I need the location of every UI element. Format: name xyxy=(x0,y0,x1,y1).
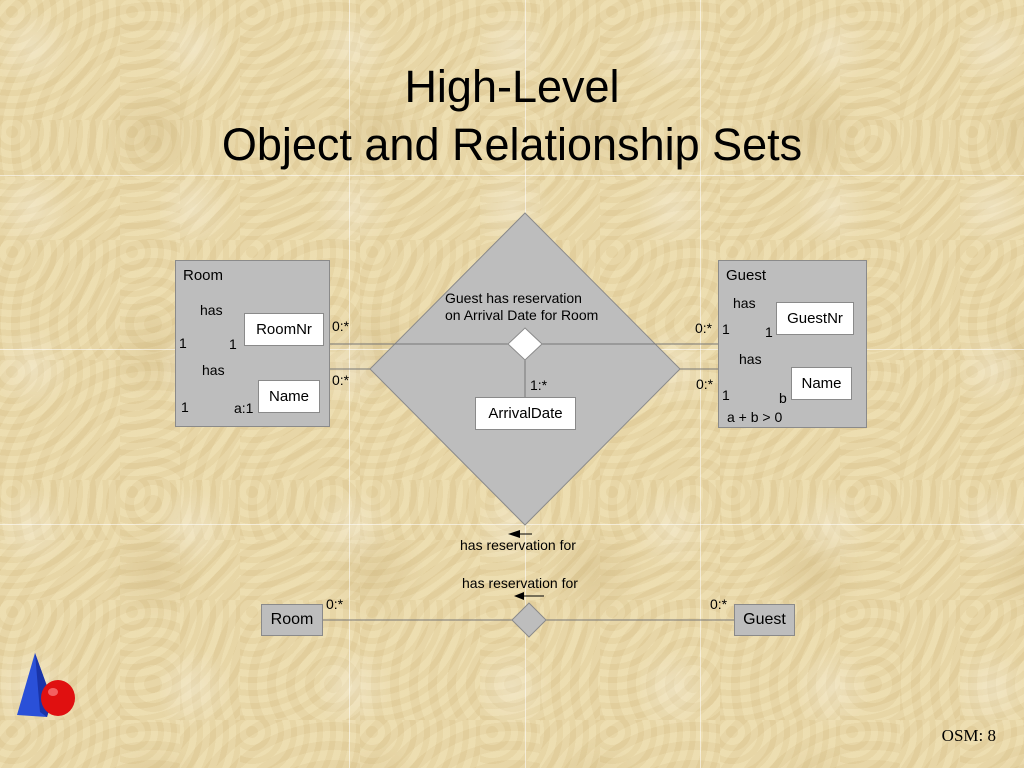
room-name-card-left: 1 xyxy=(181,399,189,415)
room-roomnr-card-left: 1 xyxy=(179,335,187,351)
card-guest-top: 0:* xyxy=(695,320,713,336)
relationship-label-line-2: on Arrival Date for Room xyxy=(445,307,599,323)
guest-name-card-left: 1 xyxy=(722,387,730,403)
lower-guest-object-set[interactable]: Guest xyxy=(734,604,795,636)
room-has-name-label: has xyxy=(202,362,225,378)
guest-name-card-right: b xyxy=(779,390,787,406)
card-room-top: 0:* xyxy=(332,318,350,334)
slide-number: OSM: 8 xyxy=(941,726,996,745)
grid-line xyxy=(700,0,701,768)
room-has-roomnr-label: has xyxy=(200,302,223,318)
lower-room-object-set[interactable]: Room xyxy=(261,604,323,636)
room-name-object-set[interactable]: Name xyxy=(258,380,320,413)
grid-line xyxy=(0,175,1024,176)
guest-name-object-set[interactable]: Name xyxy=(791,367,852,400)
grid-line xyxy=(349,0,350,768)
lower-relationship-label: has reservation for xyxy=(462,575,578,591)
guest-constraint: a + b > 0 xyxy=(727,409,783,425)
roomnr-object-set[interactable]: RoomNr xyxy=(244,313,324,346)
card-arrival: 1:* xyxy=(530,377,548,393)
relationship-hub-diamond[interactable] xyxy=(507,327,543,361)
upper-below-label: has reservation for xyxy=(460,537,576,553)
title-line-1: High-Level xyxy=(404,61,620,112)
guest-guestnr-card-right: 1 xyxy=(765,324,773,340)
room-label: Room xyxy=(183,267,224,284)
lower-card-room: 0:* xyxy=(326,596,344,612)
grid-line xyxy=(0,524,1024,525)
lower-card-guest: 0:* xyxy=(710,596,728,612)
relationship-label-line-1: Guest has reservation xyxy=(445,290,582,306)
room-name-card-right: a:1 xyxy=(234,400,254,416)
relationship-diamond-small[interactable] xyxy=(511,602,547,638)
guest-label: Guest xyxy=(726,267,767,284)
arrow-left-icon xyxy=(508,530,520,538)
arrow-left-icon xyxy=(514,592,524,600)
guest-guestnr-card-left: 1 xyxy=(722,321,730,337)
card-guest-bottom: 0:* xyxy=(696,376,714,392)
card-room-bottom: 0:* xyxy=(332,372,350,388)
title-line-2: Object and Relationship Sets xyxy=(221,119,803,170)
slide-title: High-Level Object and Relationship Sets xyxy=(0,58,1024,174)
room-roomnr-card-right: 1 xyxy=(229,336,237,352)
guest-has-name-label: has xyxy=(739,351,762,367)
arrivaldate-object-set[interactable]: ArrivalDate xyxy=(475,397,576,430)
guest-has-guestnr-label: has xyxy=(733,295,756,311)
guestnr-object-set[interactable]: GuestNr xyxy=(776,302,854,335)
logo-icon xyxy=(17,653,75,717)
guest-object-set[interactable]: Guest has 1 1 has 1 b a + b > 0 xyxy=(718,260,867,428)
